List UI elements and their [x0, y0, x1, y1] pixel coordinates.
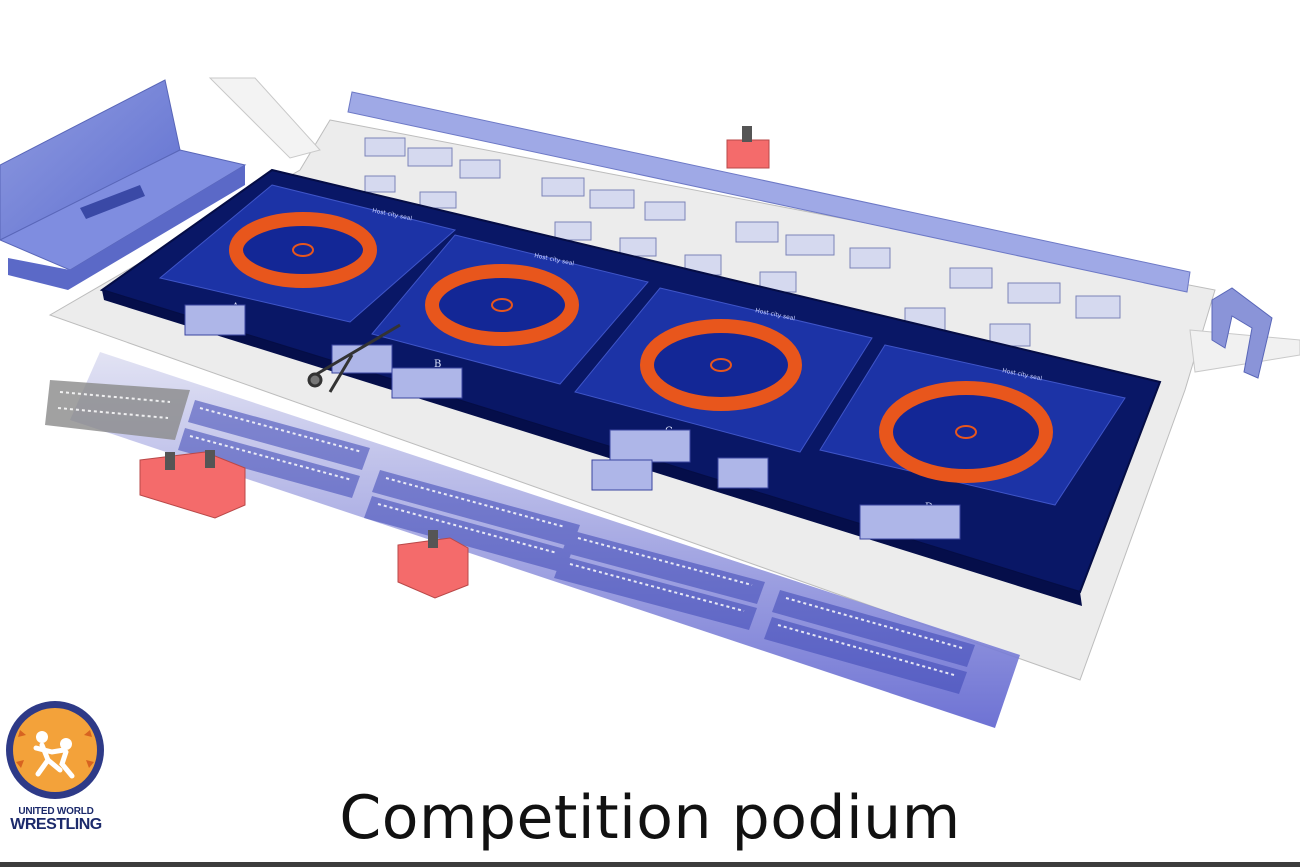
mat-side-tables	[184, 304, 961, 540]
camera-platform	[139, 451, 246, 519]
media-stand	[0, 79, 247, 290]
camera-crane	[307, 323, 401, 393]
entrance-arch	[1211, 287, 1273, 379]
logo-line-1: UNITED WORLD	[18, 806, 94, 817]
camera-platform	[726, 139, 770, 169]
uww-logo	[6, 701, 104, 799]
mat-letter: B	[434, 359, 441, 370]
slide-caption: Competition podium	[339, 783, 961, 853]
officials-tables	[364, 137, 1121, 347]
mat-circle	[879, 381, 1053, 483]
mat-center-circle	[710, 358, 732, 372]
back-wall	[347, 91, 1191, 293]
footer-rule	[0, 862, 1300, 867]
mat-circle	[640, 319, 802, 411]
mat-center-circle	[292, 243, 314, 257]
wrestlers-icon	[33, 731, 75, 779]
mat-center-circle	[955, 425, 977, 439]
mat-circle	[229, 212, 377, 288]
uww-logo-text: UNITED WORLD WRESTLING	[0, 806, 112, 834]
spectator-tribune	[45, 352, 1020, 728]
mat-center-circle	[491, 298, 513, 312]
camera-platforms	[139, 126, 770, 599]
logo-line-2: WRESTLING	[10, 816, 102, 833]
mat-circle	[425, 264, 579, 346]
camera-platform	[397, 537, 469, 599]
